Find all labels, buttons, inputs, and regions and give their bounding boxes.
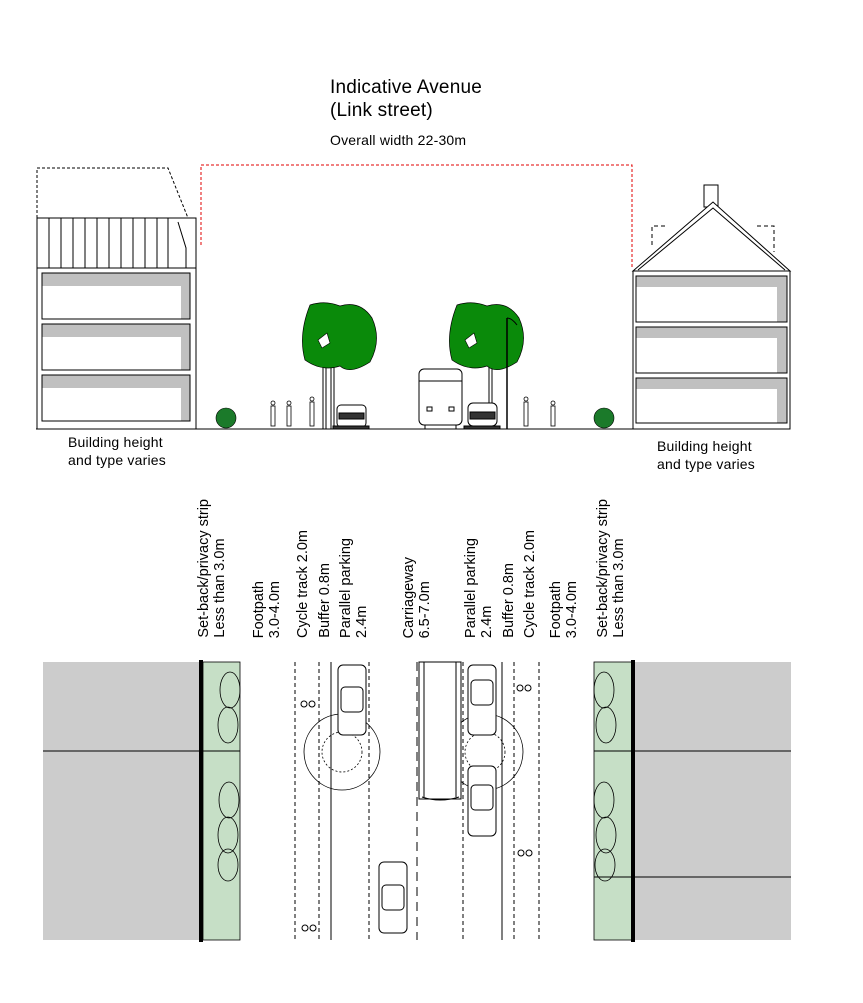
- plan-view: [43, 660, 791, 942]
- bush-icon: [593, 407, 615, 429]
- bush-icon: [215, 407, 237, 429]
- zone-name: Footpath: [548, 580, 564, 638]
- zone-name: Parallel parking: [338, 538, 354, 638]
- shrub-icon: [217, 671, 617, 882]
- zone-name: Buffer 0.8m: [501, 563, 517, 638]
- zone-size: Less than 3.0m: [212, 538, 228, 638]
- tree-icon: [449, 302, 524, 430]
- car-plan-icon: [378, 861, 408, 934]
- zone-label-buffer-right: Buffer 0.8m: [501, 563, 517, 638]
- car-icon: [463, 402, 501, 430]
- left-building: [36, 167, 198, 430]
- tree-icon: [302, 302, 377, 430]
- title-line-2: (Link street): [330, 100, 433, 121]
- zone-name: Cycle track 2.0m: [295, 530, 311, 638]
- bus-plan-icon: [418, 661, 462, 801]
- zone-label-cycle-track-left: Cycle track 2.0m: [295, 530, 311, 638]
- streetlight-icon: [506, 317, 518, 429]
- zone-size: 2.4m: [479, 605, 495, 638]
- building-note-right-line-1: Building height: [657, 438, 752, 454]
- car-plan-icon: [467, 664, 497, 736]
- zone-name: Buffer 0.8m: [317, 563, 333, 638]
- building-note-left-line-1: Building height: [68, 434, 163, 450]
- building-note-right: Building height and type varies: [657, 437, 755, 473]
- diagram-title: Indicative Avenue (Link street): [330, 76, 482, 122]
- zone-label-buffer-left: Buffer 0.8m: [317, 563, 333, 638]
- red-envelope-outline: [200, 164, 633, 268]
- zone-name: Set-back/privacy strip: [196, 499, 212, 638]
- zone-name: Footpath: [251, 580, 267, 638]
- car-icon: [332, 404, 370, 430]
- zone-size: 3.0-4.0m: [564, 580, 580, 638]
- car-plan-icon: [467, 765, 497, 837]
- zone-size: 2.4m: [354, 605, 370, 638]
- building-note-right-line-2: and type varies: [657, 456, 755, 472]
- zone-size: 3.0-4.0m: [267, 580, 283, 638]
- cyclist-icon: [523, 396, 529, 427]
- zone-name: Carriageway: [401, 556, 417, 638]
- zone-name: Set-back/privacy strip: [595, 499, 611, 638]
- zone-name: Parallel parking: [463, 538, 479, 638]
- bicycle-icon: [300, 684, 533, 932]
- bus-icon: [418, 368, 463, 430]
- zone-size: Less than 3.0m: [611, 538, 627, 638]
- car-plan-icon: [337, 664, 367, 736]
- zone-size: 6.5-7.0m: [417, 580, 433, 638]
- zone-name: Cycle track 2.0m: [522, 530, 538, 638]
- overall-width-label: Overall width 22-30m: [330, 132, 467, 148]
- zone-label-cycle-track-right: Cycle track 2.0m: [522, 530, 538, 638]
- right-building: [631, 184, 792, 430]
- building-note-left: Building height and type varies: [68, 433, 166, 469]
- pedestrians-icon: [270, 396, 556, 427]
- title-line-1: Indicative Avenue: [330, 77, 482, 98]
- building-note-left-line-2: and type varies: [68, 452, 166, 468]
